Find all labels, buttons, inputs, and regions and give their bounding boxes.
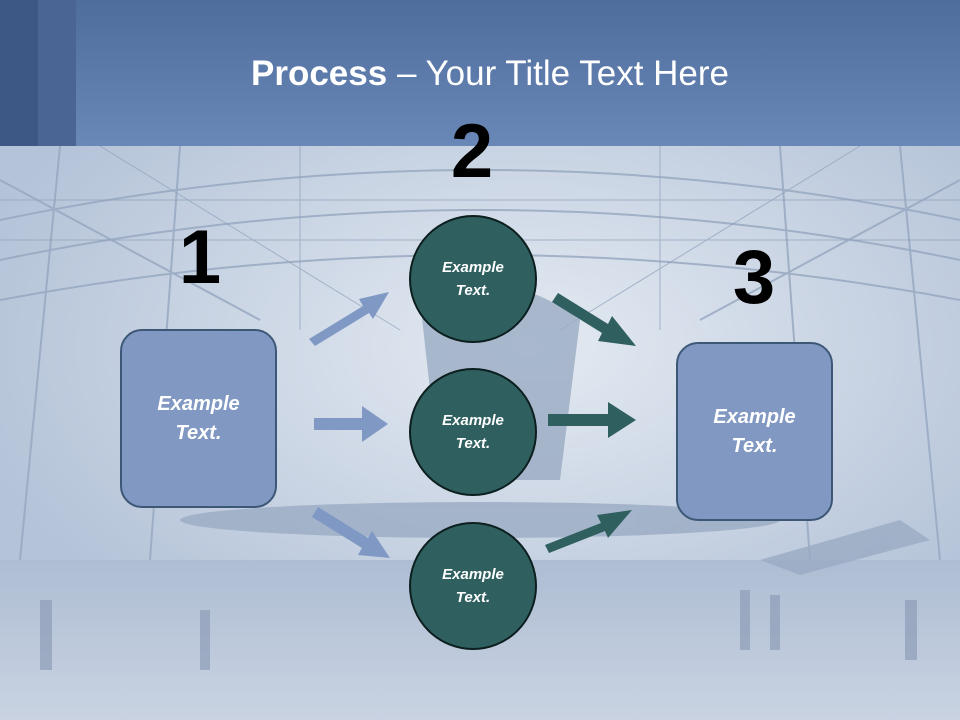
header-accent-stripe: [38, 0, 76, 146]
circle-top-line-2: Text.: [455, 282, 491, 299]
title-bold-part: Process: [251, 54, 388, 93]
title-bar: [0, 0, 960, 146]
circle-bottom-line-1: Example: [442, 566, 504, 583]
header-accent-stripe: [0, 0, 38, 146]
step-number-3: 3: [732, 235, 776, 320]
right-box-line-2: Text.: [731, 434, 778, 457]
step-number-1: 1: [178, 215, 222, 300]
left-box-line-2: Text.: [175, 421, 222, 444]
process-circle-top: Example Text.: [409, 215, 537, 343]
left-box-line-1: Example: [157, 392, 240, 415]
process-circle-middle: Example Text.: [409, 368, 537, 496]
circle-top-line-1: Example: [442, 259, 504, 276]
title-rest-part: – Your Title Text Here: [387, 54, 729, 93]
left-process-box: Example Text.: [120, 329, 277, 508]
circle-middle-line-2: Text.: [455, 435, 491, 452]
right-process-box: Example Text.: [676, 342, 833, 521]
slide-title: Process – Your Title Text Here: [0, 50, 960, 98]
circle-middle-line-1: Example: [442, 412, 504, 429]
step-number-2: 2: [450, 109, 494, 194]
right-box-line-1: Example: [713, 405, 796, 428]
process-circle-bottom: Example Text.: [409, 522, 537, 650]
circle-bottom-line-2: Text.: [455, 589, 491, 606]
